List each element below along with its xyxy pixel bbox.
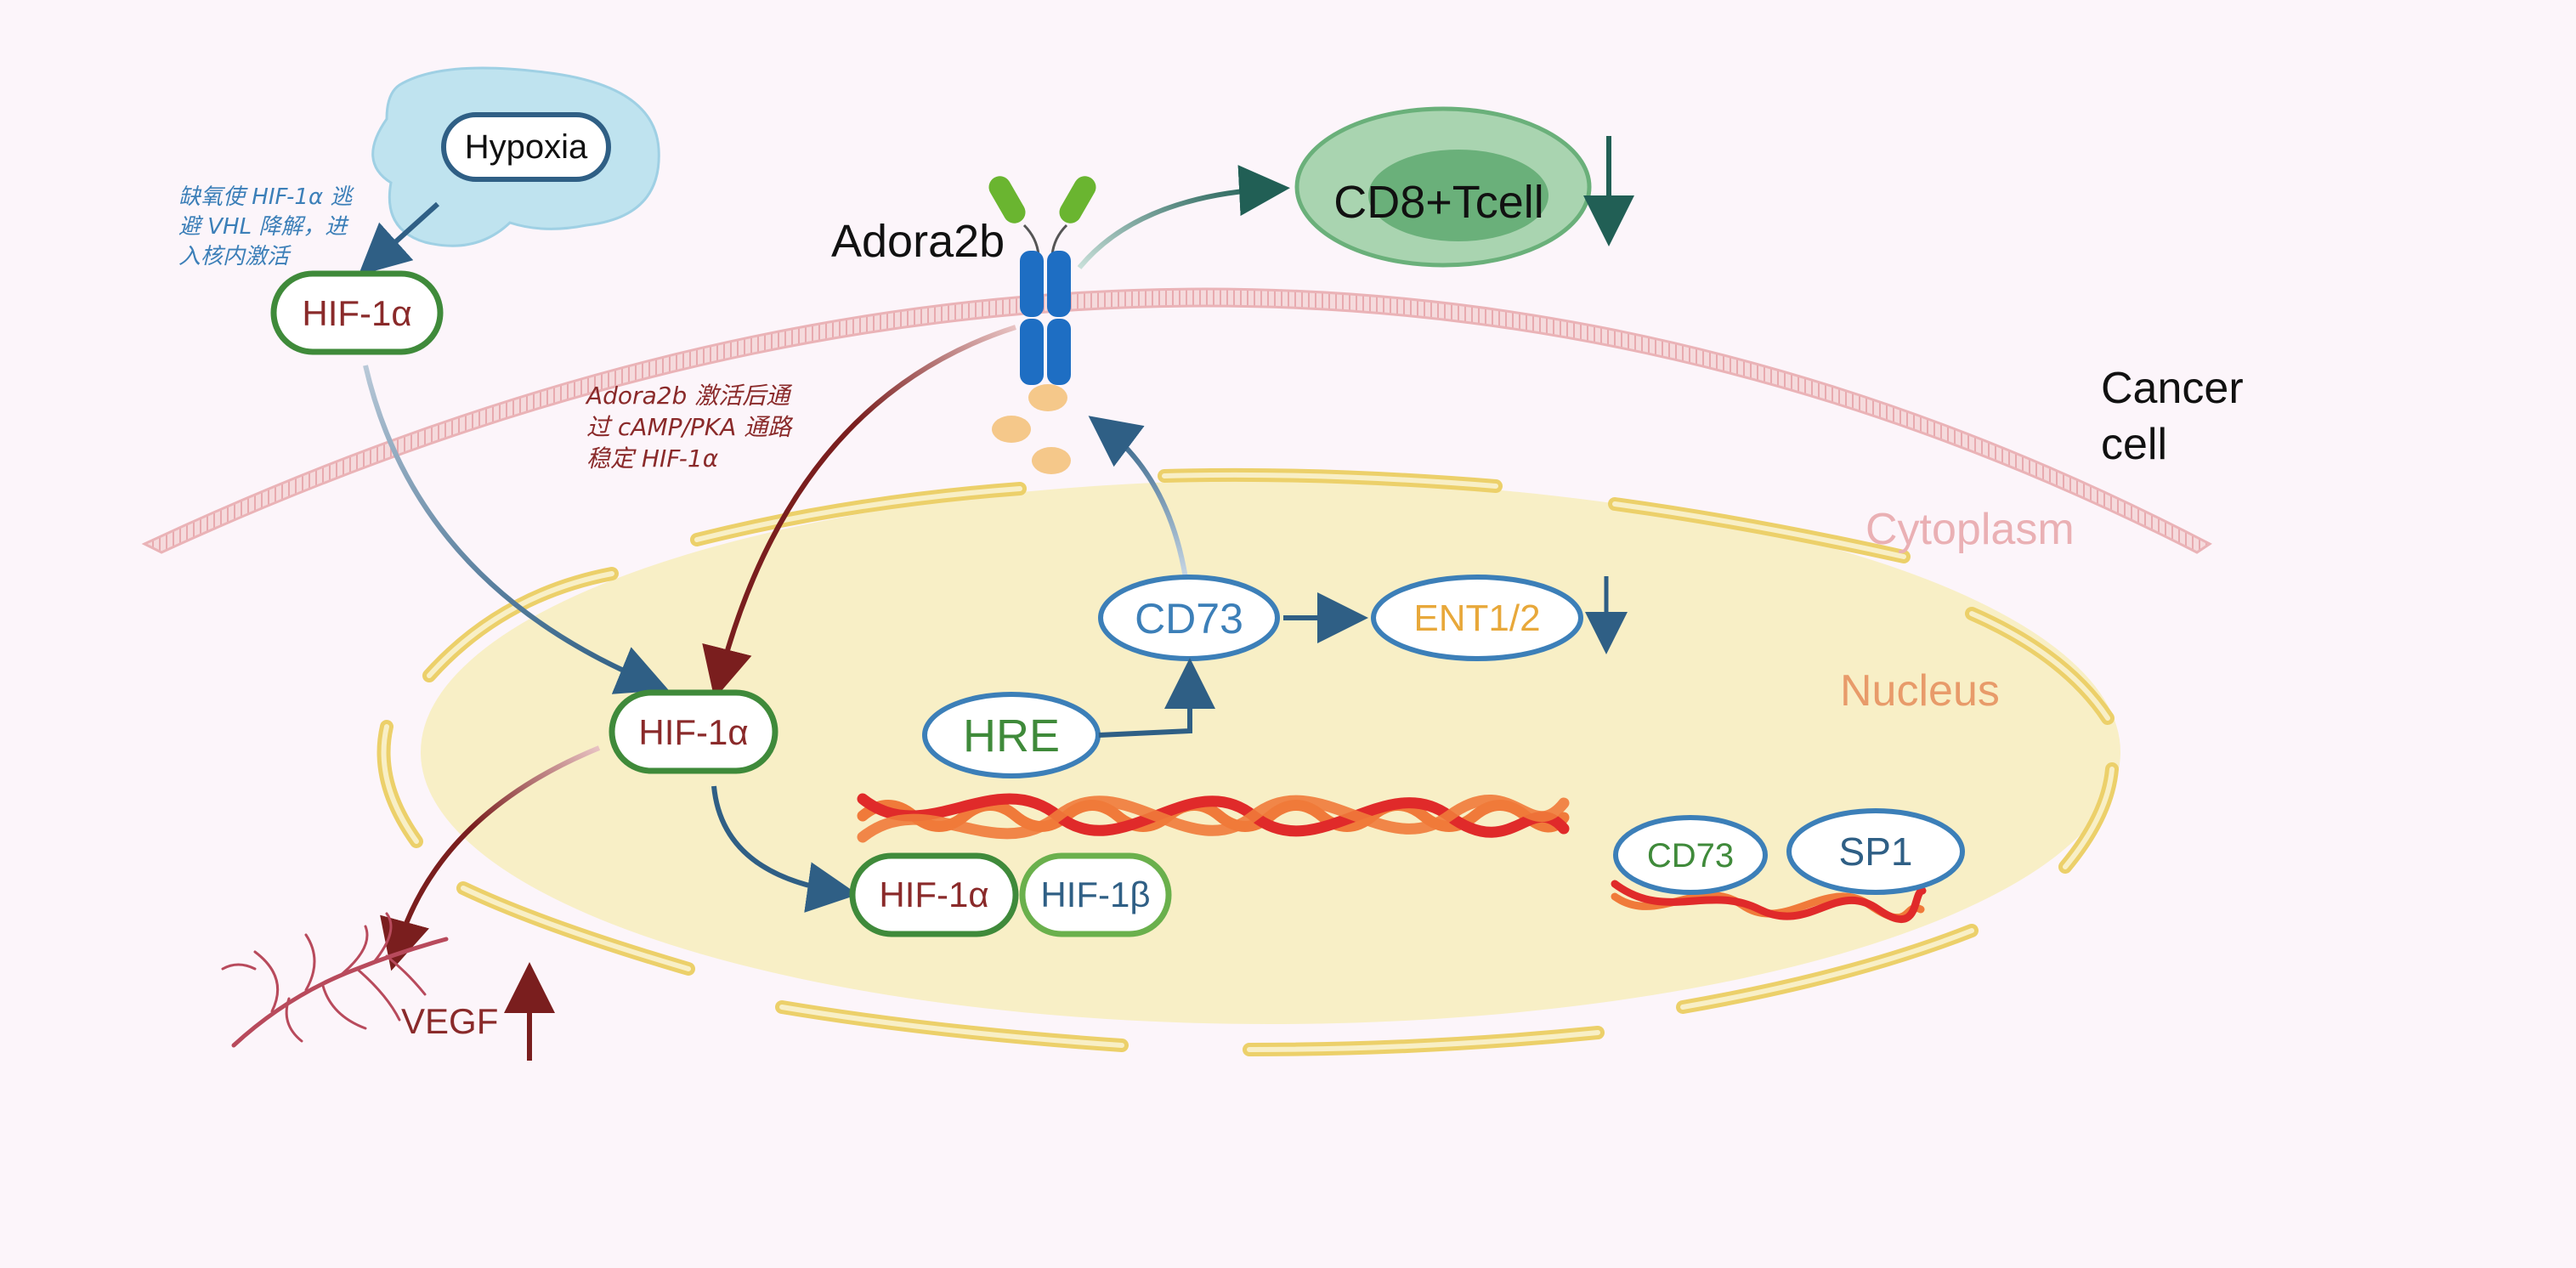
adora2b-label: Adora2b <box>831 216 1005 267</box>
cd8-tcell-label: CD8+Tcell <box>1333 177 1544 228</box>
vegf-vessels-icon <box>221 912 449 1048</box>
adora-note-line2: 过 cAMP/PKA 通路 <box>586 413 793 441</box>
cancer-cell-label-line2: cell <box>2101 420 2167 469</box>
hif1b-label: HIF-1β <box>1040 875 1150 914</box>
cd73-bottom-label: CD73 <box>1647 837 1734 875</box>
arrow-cd73-to-adora <box>1088 416 1188 579</box>
vegf-label: VEGF <box>401 1001 498 1041</box>
hypoxia-note-line3: 入核内激活 <box>178 244 292 269</box>
hre-oval <box>922 692 1101 778</box>
dna-helix-small <box>1611 880 1927 924</box>
arrow-hif-to-vegf <box>380 745 601 971</box>
hif1b-pill <box>1019 852 1172 937</box>
hif1a-complex-pill <box>849 852 1019 937</box>
arrow-hypoxia-to-hif <box>358 201 440 276</box>
cd73-bottom-oval <box>1613 815 1768 895</box>
nucleus-label: Nucleus <box>1840 666 2000 716</box>
hif1a-nucleus-pill <box>609 689 778 774</box>
arrow-hre-to-cd73 <box>1098 658 1215 738</box>
arrow-adora-to-hif <box>702 325 1016 699</box>
ent-oval <box>1371 575 1583 661</box>
sp1-oval <box>1786 808 1965 895</box>
hypoxia-note-line2: 避 VHL 降解，进 <box>178 214 349 240</box>
cd8-tcell-inner <box>1368 150 1548 241</box>
nuclear-envelope-inner <box>381 472 2115 1052</box>
sp1-label: SP1 <box>1839 829 1913 874</box>
cd73-top-label: CD73 <box>1135 595 1243 642</box>
arrow-hif-to-complex <box>711 785 858 913</box>
adora-note-line1: Adora2b 激活后通 <box>585 382 793 410</box>
hre-label: HRE <box>963 710 1060 761</box>
adenosine-dots <box>992 384 1071 474</box>
ent-label: ENT1/2 <box>1413 597 1540 639</box>
arrow-adora-to-tcell <box>1077 165 1290 269</box>
hypoxia-note-line1: 缺氧使 HIF-1α 逃 <box>178 184 354 210</box>
dna-helix <box>857 793 1570 843</box>
hif1a-top-pill <box>270 270 444 355</box>
hif1a-nucleus-label: HIF-1α <box>638 712 748 752</box>
cancer-cell-label-line1: Cancer <box>2101 364 2244 413</box>
hypoxia-label: Hypoxia <box>465 128 588 166</box>
cell-membrane <box>141 287 2212 554</box>
cytoplasm-label: Cytoplasm <box>1865 505 2075 554</box>
hif1a-top-label: HIF-1α <box>302 293 411 333</box>
arrow-hif-to-nucleus <box>363 365 669 694</box>
adora2b-receptor <box>988 176 1096 385</box>
hypoxia-pill <box>441 112 611 182</box>
adora-note-line3: 稳定 HIF-1α <box>586 444 719 473</box>
hif1a-complex-label: HIF-1α <box>879 875 988 914</box>
